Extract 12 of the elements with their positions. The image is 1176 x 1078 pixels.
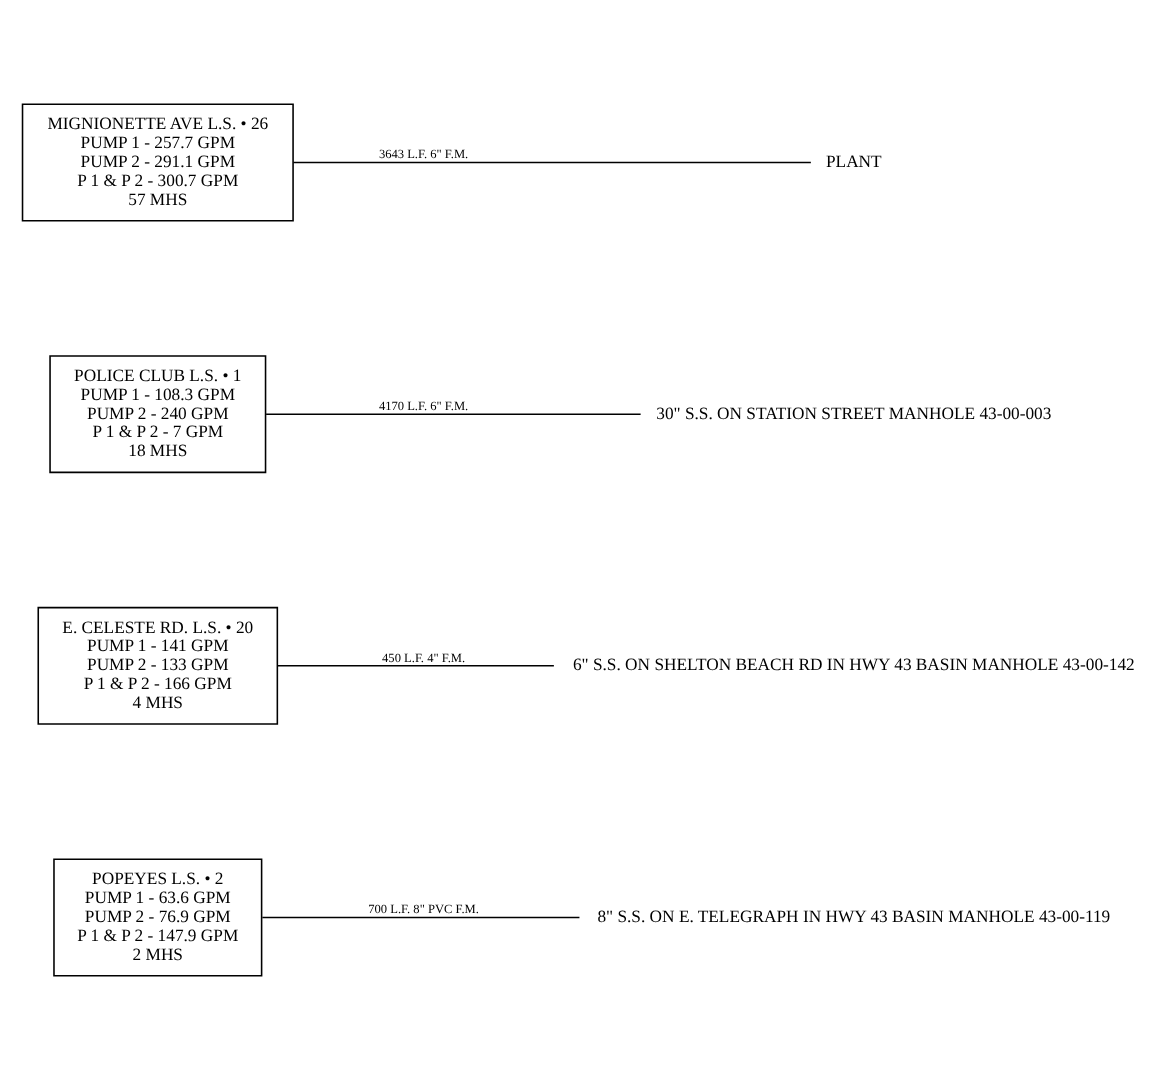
node-text: PLANT — [825, 149, 882, 170]
node-box: POLICE CLUB L.S. • 1 PUMP 1 - 108.3 GPM PUMP 2 - 240 GPM P 1 & P 2 - 7 GPM 18 MHS — [49, 354, 267, 473]
connector — [261, 915, 581, 918]
node-box: MIGNIONETTE AVE L.S. • 26 PUMP 1 - 257.7 GPM PUMP 2 - 291.1 GPM P 1 & P 2 - 300.7 GPM 57 MHS — [21, 102, 294, 221]
connector — [292, 160, 812, 163]
connector — [276, 664, 555, 666]
node-text: 30" S.S. ON STATION STREET MANHOLE 43-00-003 — [656, 401, 1052, 422]
node-text: 6" S.S. ON SHELTON BEACH RD IN HWY 43 BASIN MANHOLE 43-00-142 — [572, 653, 1135, 674]
node-box: POPEYES L.S. • 2 PUMP 1 - 63.6 GPM PUMP 2 - 76.9 GPM P 1 & P 2 - 147.9 GPM 2 MHS — [53, 857, 263, 976]
node-box: E. CELESTE RD. L.S. • 20 PUMP 1 - 141 GPM PUMP 2 - 133 GPM P 1 & P 2 - 166 GPM 4 MHS — [37, 605, 279, 724]
node-text: 8" S.S. ON E. TELEGRAPH IN HWY 43 BASIN MANHOLE 43-00-119 — [597, 904, 1111, 925]
connector — [265, 412, 642, 414]
